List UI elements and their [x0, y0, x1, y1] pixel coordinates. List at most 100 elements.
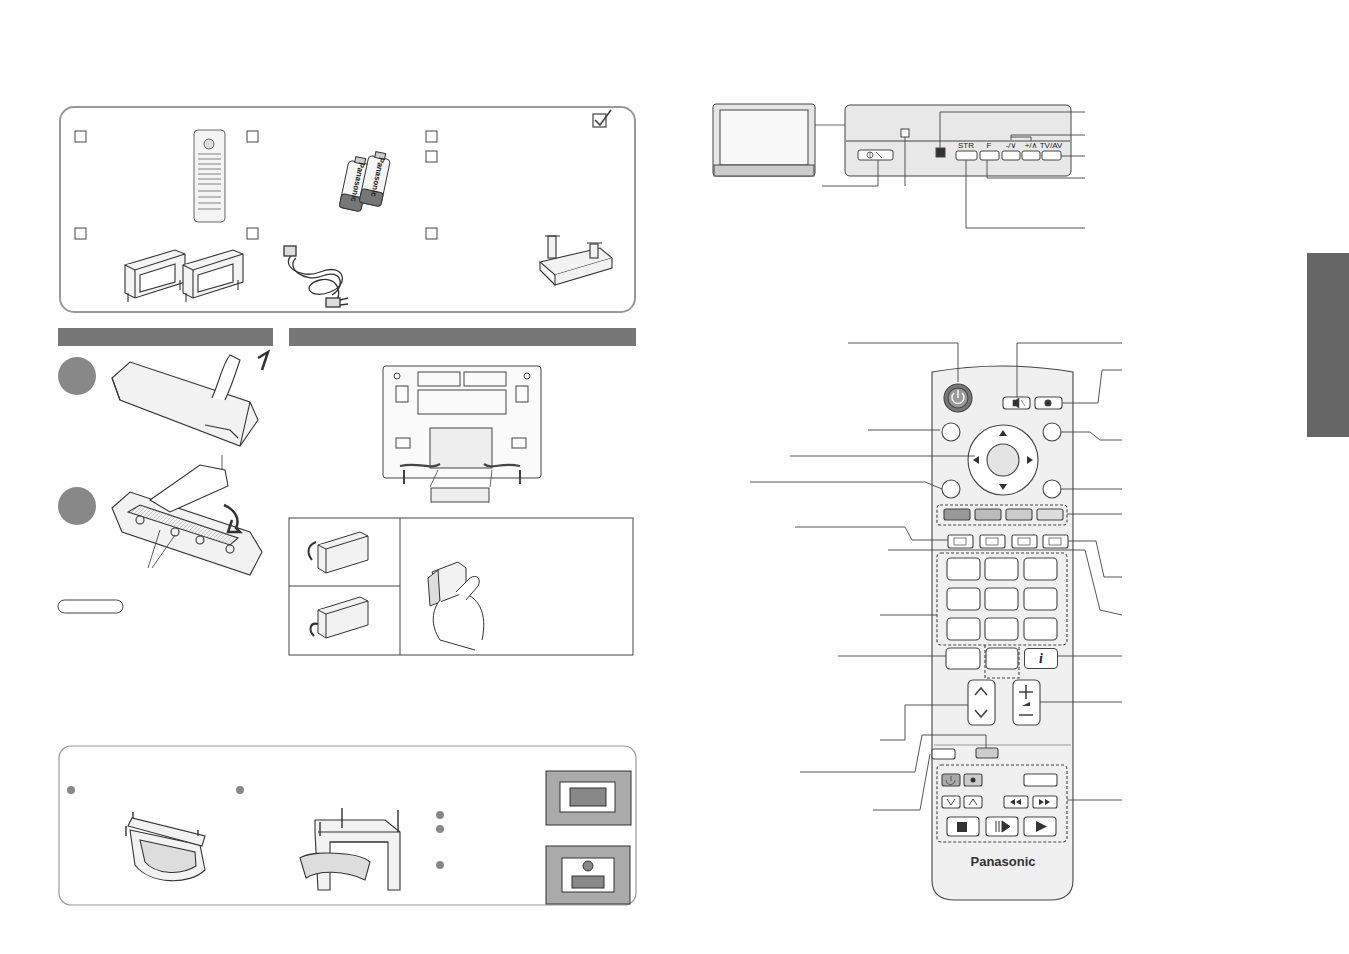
control-panel [956, 151, 977, 160]
remote-control [946, 648, 980, 669]
section-header [289, 328, 636, 346]
remote-leader [880, 615, 937, 616]
accessories-panel [426, 151, 437, 162]
panel-leader [822, 160, 878, 186]
remote-leader [795, 527, 948, 540]
control-panel [845, 105, 1071, 176]
stand-bracket [545, 236, 602, 243]
remote-control [937, 505, 1067, 525]
remote-control [948, 535, 973, 548]
clamp-table [289, 518, 633, 655]
info-button: i [1024, 648, 1058, 669]
section-header [58, 328, 636, 346]
remote-battery-insert [150, 465, 228, 512]
remote-leader [750, 482, 942, 489]
tv-rear-view [418, 390, 506, 414]
panel-leader [1061, 156, 1085, 157]
tv-rear-view [431, 488, 489, 502]
clamp-detail [309, 542, 316, 560]
remote-leader [868, 430, 940, 431]
stand-bracket [548, 236, 556, 258]
remote-control [942, 796, 960, 808]
remote-control [942, 423, 960, 441]
bullet-dot [67, 786, 75, 794]
remote-leader [1067, 514, 1122, 515]
remote-cover-open [212, 355, 240, 400]
remote-control [1012, 535, 1037, 548]
remote-control [968, 680, 995, 725]
remote-control [932, 366, 1073, 900]
control-panel [1002, 151, 1020, 160]
tv-rear-view [396, 438, 410, 448]
number-key [1024, 618, 1057, 640]
accessories-panel [75, 228, 86, 239]
remote-thumbnail [198, 183, 221, 185]
remote-thumbnail [198, 153, 221, 155]
wall-bracket [583, 861, 593, 871]
button-label: i [1039, 651, 1043, 667]
battery-pair [339, 150, 392, 211]
remote-control [964, 796, 982, 808]
remote-control [942, 774, 960, 786]
remote-control [1013, 680, 1040, 725]
control-panel [980, 151, 999, 160]
remote-control [975, 509, 1001, 520]
cable-clamps [140, 264, 175, 292]
remote-thumbnail [198, 163, 221, 165]
power-cord [284, 246, 348, 307]
remote-control [1024, 774, 1057, 786]
cable-clamps [125, 250, 185, 298]
remote-battery-insert [196, 536, 204, 544]
accessories-panel [595, 110, 611, 125]
remote-control [954, 538, 1061, 545]
tv-rear-view [512, 438, 526, 448]
number-key [985, 618, 1018, 640]
pedestal-figure [320, 808, 398, 836]
power-cord [326, 298, 340, 307]
stand-bracket [555, 258, 612, 285]
remote-thumbnail [194, 130, 225, 222]
remote-leader [888, 550, 1122, 615]
control-panel [1022, 151, 1040, 160]
remote-control [1037, 509, 1063, 520]
control-panel [1042, 151, 1061, 160]
remote-control [968, 425, 1038, 495]
remote-leader [1062, 370, 1122, 403]
tv-rear-view [430, 470, 492, 487]
remote-control [1045, 400, 1051, 406]
tv-rear-view [430, 428, 492, 468]
cable-clamps [183, 254, 243, 270]
remote-cover-open [112, 362, 258, 446]
remote-battery-insert [226, 545, 234, 553]
remote-thumbnail [194, 130, 225, 222]
stand-bracket [540, 236, 612, 285]
accessories-panel [426, 228, 437, 239]
remote-control [975, 688, 987, 717]
battery-brand: Panasonic [349, 162, 365, 203]
remote-control [934, 744, 1071, 745]
remote-control [954, 538, 966, 545]
clamp-table [289, 518, 400, 655]
stand-panel [59, 746, 636, 905]
clamp-detail [318, 601, 368, 638]
remote-control [957, 822, 967, 832]
number-key [985, 558, 1018, 580]
clamp-detail [428, 570, 440, 606]
remote-control [1018, 538, 1030, 545]
remote-cover-open [112, 352, 268, 488]
bullet-dot [436, 825, 444, 833]
pedestal-figure [126, 808, 400, 890]
control-panel [936, 148, 945, 157]
remote-control [1035, 397, 1062, 409]
wall-bracket [546, 771, 631, 904]
accessories-panel [426, 131, 437, 142]
remote-leader [1058, 656, 1122, 657]
number-key [985, 588, 1018, 610]
power-cord [340, 298, 348, 305]
number-key [947, 558, 980, 580]
wall-bracket [546, 771, 631, 825]
remote-control [1043, 535, 1068, 548]
number-key [1024, 588, 1057, 610]
tv-rear-view [464, 372, 506, 386]
